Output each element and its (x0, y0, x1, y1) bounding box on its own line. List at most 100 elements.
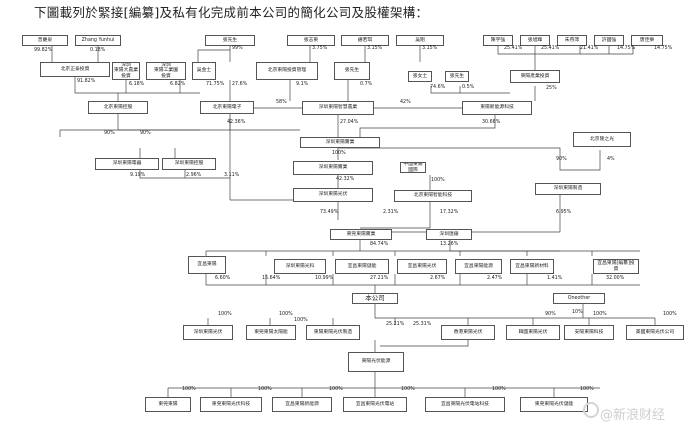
percentage-label: 42% (400, 100, 411, 105)
percentage-label: 30.66% (482, 120, 501, 125)
percentage-label: 25.21% (386, 322, 405, 327)
entity-box: 深圳 東陽工業園 投資 (146, 62, 186, 80)
percentage-label: 58% (276, 100, 287, 105)
subsidiary-box: 韓國東陽光伏 (506, 325, 560, 340)
percentage-label: 17.32% (440, 210, 459, 215)
shareholder-box: 張先生 (205, 35, 255, 46)
shareholder-box: 曾慶泉 (22, 35, 68, 46)
percentage-label: 100% (258, 387, 272, 392)
entity-box: 宜昌東陽 (188, 256, 226, 274)
entity-box: 張先生 (334, 62, 370, 80)
entity-box: 深圳東陽實業 (293, 161, 373, 175)
shareholder-box: 唐佳樂 (631, 35, 663, 46)
shareholder-box: 陳宇強 (483, 35, 513, 46)
entity-box: 宜昌東陽新材料 (510, 259, 554, 274)
percentage-label: 2.31% (383, 210, 399, 215)
percentage-label: 3.15% (367, 46, 383, 51)
percentage-label: 100% (294, 318, 308, 323)
percentage-label: 9.1% (296, 82, 309, 87)
page-title: 下圖載列於緊接[編纂]及私有化完成前本公司的簡化公司及股權架構： (34, 5, 429, 20)
percentage-label: 3.75% (312, 46, 328, 51)
percentage-label: 71.75% (206, 82, 225, 87)
entity-box: 深圳 東陽大農業 投資 (112, 62, 140, 80)
percentage-label: 13.26% (440, 242, 459, 247)
entity-box: 宜昌東陽儲能 (335, 259, 389, 274)
entity-box: 東莞東陽實業 (330, 229, 392, 240)
subsidiary-box: 東莞東陽光伏科技 (200, 397, 262, 412)
shareholder-box: 吳剛 (396, 35, 444, 46)
entity-box: 深圳東陽光科 (274, 259, 326, 274)
percentage-label: 42.36% (227, 120, 246, 125)
percentage-label: 10% (572, 310, 583, 315)
percentage-label: 25.41% (504, 46, 523, 51)
percentage-label: 10.99% (315, 276, 334, 281)
entity-box: 北京東陽電子 (200, 101, 254, 114)
percentage-label: 6.18% (129, 82, 145, 87)
entity-box: 北京東陽投資管理 (256, 62, 318, 80)
percentage-label: 100% (580, 387, 594, 392)
percentage-label: 14.75% (654, 46, 673, 51)
subsidiary-box: 香港東陽光伏 (441, 325, 495, 340)
company-box: 本公司 (352, 293, 398, 304)
subsidiary-box: 宜昌東陽新能源 (272, 397, 332, 412)
shareholder-box: 張志東 (287, 35, 335, 46)
percentage-label: 100% (279, 312, 293, 317)
percentage-label: 2.96% (186, 173, 202, 178)
percentage-label: 6.95% (556, 210, 572, 215)
percentage-label: 9.19% (130, 173, 146, 178)
percentage-label: 6.60% (215, 276, 231, 281)
percentage-label: 27.04% (340, 120, 359, 125)
entity-box: 深圳東陽製造 (535, 183, 601, 195)
shareholder-box: 張旭輝 (520, 35, 550, 46)
subsidiary-box: 東莞東陽 (145, 397, 191, 412)
percentage-label: 100% (593, 312, 607, 317)
percentage-label: 2.67% (430, 276, 446, 281)
percentage-label: 100% (492, 387, 506, 392)
entity-box: 深圳東陽電器 (95, 158, 159, 170)
percentage-label: 99.82% (34, 48, 53, 53)
subsidiary-box: 美國東陽光伏公司 (626, 325, 684, 340)
entity-box: 深圳東陽智慧農業 (302, 101, 374, 115)
percentage-label: 84.74% (370, 242, 389, 247)
entity-box: 深圳東陽實業 (300, 137, 380, 148)
entity-box: 北京東陽智能科技 (394, 190, 472, 202)
percentage-label: 100% (663, 312, 677, 317)
subsidiary-box: 東莞東陽光伏儲能 (520, 397, 588, 412)
entity-box: 北京東陽控股 (88, 101, 148, 114)
subsidiary-box: 宜昌東陽光伏電站 (343, 397, 407, 412)
percentage-label: 0.5% (462, 85, 475, 90)
percentage-label: 3.15% (422, 46, 438, 51)
shareholder-box: 張女士 (408, 71, 432, 82)
percentage-label: 73.49% (320, 210, 339, 215)
percentage-label: 100% (182, 387, 196, 392)
shareholder-box: 張先生 (445, 71, 469, 82)
subsidiary-box: 東陽東陽光伏製造 (306, 325, 360, 340)
percentage-label: 25.31% (413, 322, 432, 327)
entity-box: 宜昌東陽光伏 (397, 259, 447, 274)
percentage-label: 100% (218, 312, 232, 317)
percentage-label: 14.75% (617, 46, 636, 51)
percentage-label: 0.18% (90, 48, 106, 53)
shareholder-box: 鍾若琪 (341, 35, 389, 46)
subsidiary-box: 宜昌東陽光伏電站科技 (425, 397, 505, 412)
percentage-label: 4% (607, 157, 615, 162)
percentage-label: 0.7% (360, 82, 373, 87)
percentage-label: 90% (104, 131, 115, 136)
percentage-label: 100% (332, 151, 346, 156)
shareholder-box: 許國強 (594, 35, 624, 46)
percentage-label: 3.11% (224, 173, 240, 178)
percentage-label: 74.6% (430, 85, 446, 90)
entity-box: 東陽產業投資 (510, 70, 560, 83)
shareholder-box: 中國東陽國際 (400, 162, 426, 173)
percentage-label: 6.82% (170, 82, 186, 87)
shareholder-box: 朱燕萍 (557, 35, 587, 46)
percentage-label: 42.32% (336, 177, 355, 182)
entity-box: 宜昌東陽[編纂]投資 (593, 259, 639, 274)
subsidiary-box: 東陽光伏能源 (348, 352, 404, 372)
watermark: @新浪财经 (600, 408, 666, 423)
entity-box: 東陽新能源科技 (462, 101, 532, 115)
percentage-label: 90% (545, 312, 556, 317)
percentage-label: 91.82% (77, 79, 96, 84)
percentage-label: 100% (329, 387, 343, 392)
entity-box: 吳金士 (192, 62, 216, 80)
